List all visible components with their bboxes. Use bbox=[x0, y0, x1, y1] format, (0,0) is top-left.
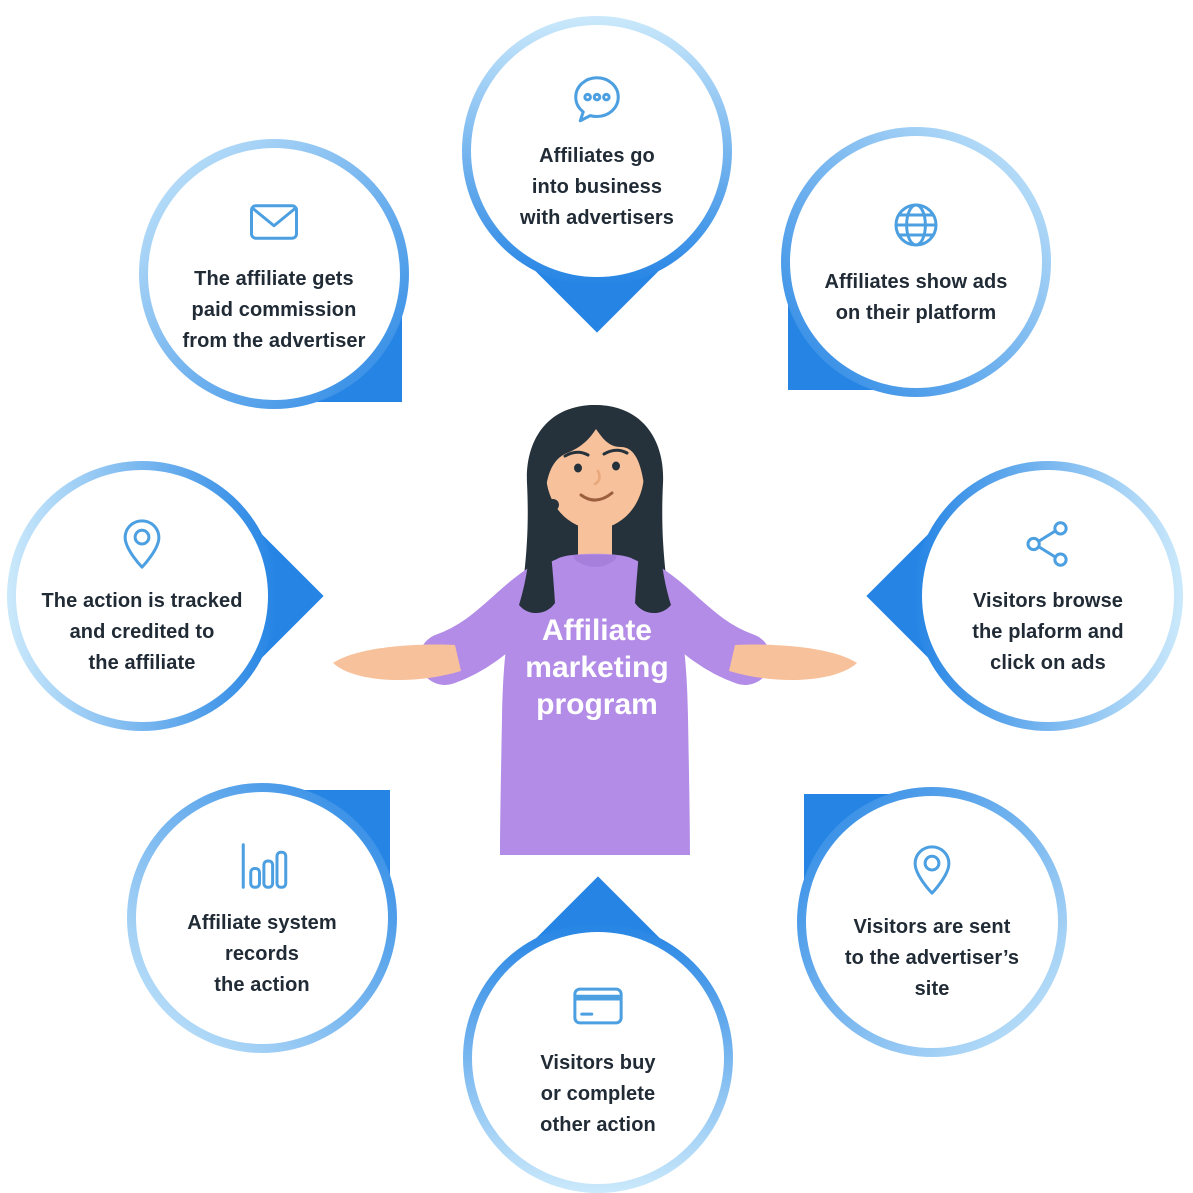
bubble-visitors-sent: Visitors are sent to the advertiser’s si… bbox=[797, 787, 1067, 1057]
share-icon bbox=[1018, 514, 1078, 574]
credit-card-icon bbox=[568, 976, 628, 1036]
bubble-label: Visitors browse the plaform and click on… bbox=[972, 589, 1124, 674]
bubble-content: Visitors are sent to the advertiser’s si… bbox=[806, 796, 1058, 1048]
bubble-content: Affiliates show ads on their platform bbox=[790, 136, 1042, 388]
location-pin-icon bbox=[112, 514, 172, 574]
woman-illustration bbox=[295, 345, 895, 865]
bubble-content: The affiliate gets paid commission from … bbox=[148, 148, 400, 400]
location-pin-icon bbox=[902, 840, 962, 900]
globe-icon bbox=[886, 195, 946, 255]
bubble-label: The action is tracked and credited to th… bbox=[41, 589, 243, 674]
bubble-content: Visitors browse the plaform and click on… bbox=[922, 470, 1174, 722]
bubble-content: Affiliate system records the action bbox=[136, 792, 388, 1044]
bubble-content: The action is tracked and credited to th… bbox=[16, 470, 268, 722]
bubble-label: Affiliates show ads on their platform bbox=[824, 271, 1008, 324]
speech-bubble-icon bbox=[567, 69, 627, 129]
bubble-content: Visitors buy or complete other action bbox=[472, 932, 724, 1184]
bubble-affiliates-business: Affiliates go into business with adverti… bbox=[462, 16, 732, 333]
bubble-visitors-buy: Visitors buy or complete other action bbox=[463, 876, 733, 1193]
envelope-icon bbox=[244, 192, 304, 252]
bubble-visitors-browse: Visitors browse the plaform and click on… bbox=[866, 461, 1183, 731]
bubble-system-records: Affiliate system records the action bbox=[127, 783, 397, 1053]
bubble-label: Affiliates go into business with adverti… bbox=[520, 144, 674, 229]
center-title: Affiliate marketing program bbox=[525, 614, 669, 722]
bubble-affiliates-show-ads: Affiliates show ads on their platform bbox=[781, 127, 1051, 397]
bubble-label: Affiliate system records the action bbox=[187, 911, 337, 996]
bubble-affiliate-paid: The affiliate gets paid commission from … bbox=[139, 139, 409, 409]
bar-chart-icon bbox=[232, 836, 292, 896]
bubble-label: Visitors are sent to the advertiser’s si… bbox=[844, 915, 1020, 1000]
bubble-label: Visitors buy or complete other action bbox=[540, 1051, 656, 1136]
woman-illustration-svg bbox=[333, 405, 857, 855]
bubble-action-tracked: The action is tracked and credited to th… bbox=[7, 461, 324, 731]
bubble-label: The affiliate gets paid commission from … bbox=[182, 267, 366, 352]
bubble-content: Affiliates go into business with adverti… bbox=[471, 25, 723, 277]
